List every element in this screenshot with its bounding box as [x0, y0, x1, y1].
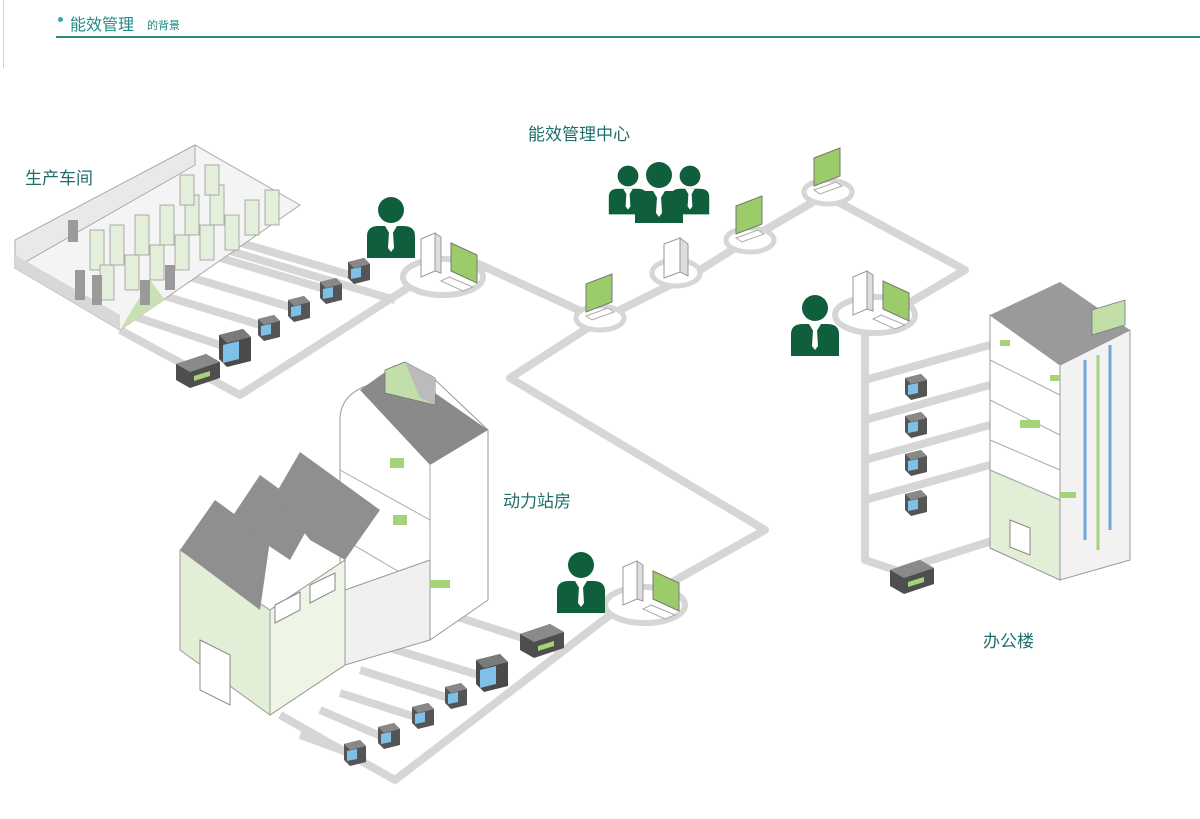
- office-building: [989, 282, 1131, 581]
- power-station-building: [179, 361, 489, 716]
- label-energy-center: 能效管理中心: [528, 125, 630, 145]
- network-screen-1: [576, 274, 624, 330]
- network-screen-3: [804, 148, 852, 204]
- office-station: [835, 271, 915, 333]
- header-underline: [56, 36, 1200, 38]
- power-station-station: [605, 561, 685, 623]
- page-title: 能效管理: [70, 15, 135, 34]
- label-power-station: 动力站房: [503, 492, 571, 512]
- label-office-building: 办公楼: [983, 632, 1034, 652]
- page-header: 能效管理 的背景: [0, 0, 1200, 68]
- office-operator-icon: [791, 295, 839, 356]
- title-bullet-icon: [58, 17, 63, 22]
- network-screen-2: [726, 196, 774, 252]
- power-station-operator-icon: [557, 552, 605, 613]
- left-margin-line: [3, 0, 4, 68]
- page-subtitle: 的背景: [147, 19, 180, 32]
- label-workshop: 生产车间: [25, 169, 93, 189]
- center-team-icon: [608, 162, 710, 223]
- center-server-node: [649, 237, 703, 289]
- workshop-operator-icon: [367, 197, 415, 258]
- workshop-building: [14, 144, 301, 331]
